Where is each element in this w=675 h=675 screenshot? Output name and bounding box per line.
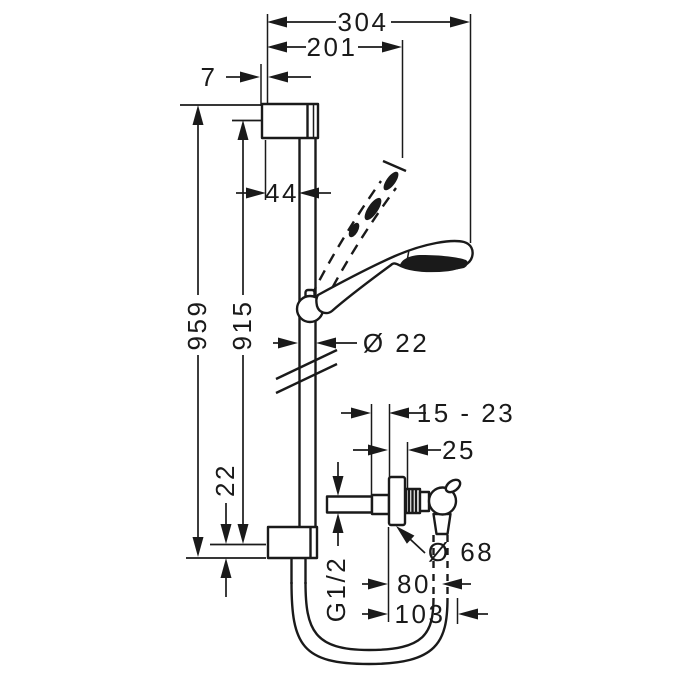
arrowhead-up — [332, 513, 344, 533]
arrowhead-left — [299, 187, 319, 199]
bracket-body — [266, 525, 319, 560]
extension-lines — [260, 14, 472, 624]
dim-label-7: 7 — [201, 62, 218, 92]
dim-label-o22: Ø 22 — [363, 328, 429, 358]
shower-hose — [290, 535, 449, 666]
hand-shower-outline — [315, 239, 474, 315]
arrowhead-left — [268, 71, 288, 83]
dim-overall-width: 304 — [267, 7, 470, 37]
arrowhead-up — [192, 105, 204, 125]
dashed-handle-edge — [309, 180, 382, 298]
arrowhead-left — [316, 337, 336, 349]
dim-label-304: 304 — [338, 7, 389, 37]
dim-escutcheon-depth: 25 — [353, 435, 476, 465]
dashed-handle-edge — [322, 187, 397, 305]
arrowhead-left — [389, 407, 409, 419]
break-mark — [275, 348, 338, 395]
arrowhead-right — [368, 578, 388, 590]
dim-total-height: 959 — [180, 104, 266, 559]
arrowhead-right — [368, 444, 388, 456]
dim-concealed-depth: 15 - 23 — [341, 398, 515, 428]
bottom-wall-bracket — [266, 525, 319, 560]
dim-bar-offset: 44 — [236, 140, 331, 208]
arrowhead-down — [332, 476, 344, 496]
break-line — [275, 348, 338, 381]
hand-shower-alt-dashed — [309, 159, 407, 305]
arrowhead-right — [278, 337, 298, 349]
hose-connector — [432, 512, 452, 536]
arrowhead-down — [192, 537, 204, 557]
arrowhead-right — [382, 41, 402, 53]
arrowhead-up — [220, 558, 232, 578]
spray-face-mark — [348, 222, 360, 238]
dim-label-959: 959 — [182, 300, 212, 351]
arrowhead-up — [237, 120, 249, 140]
dim-end-offset: 22 — [210, 463, 240, 597]
dim-label-g12: G1/2 — [321, 556, 351, 622]
dim-hose-outer-offset: 103 — [362, 599, 488, 629]
pivot-mark — [406, 249, 410, 262]
hose-loop-inner — [304, 581, 435, 652]
pipe-fitting — [370, 493, 391, 516]
dim-bar-length: 915 — [210, 119, 266, 546]
hand-shower — [315, 239, 474, 315]
dim-bar-diameter: Ø 22 — [273, 328, 429, 358]
dim-label-44: 44 — [265, 178, 299, 208]
top-wall-bracket — [260, 102, 320, 140]
arrowhead-left — [267, 41, 287, 53]
dim-label-915: 915 — [227, 300, 257, 351]
dim-label-22: 22 — [210, 463, 240, 497]
dim-shower-reach: 201 — [267, 32, 402, 62]
arrowhead-left — [458, 608, 478, 620]
spray-face-mark — [383, 171, 399, 191]
dim-label-103: 103 — [395, 599, 446, 629]
spray-face-mark — [364, 197, 382, 221]
dim-hose-center-offset: 80 — [362, 569, 471, 599]
arrowhead-right — [240, 71, 260, 83]
dim-wall-gap: 7 — [201, 62, 311, 92]
valve-body — [427, 486, 458, 516]
dim-label-80: 80 — [397, 569, 431, 599]
arrowhead-left — [267, 16, 287, 28]
dashed-head-cap — [382, 159, 407, 173]
dim-thread-size: G1/2 — [321, 462, 351, 622]
dim-label-o68: Ø 68 — [428, 537, 494, 567]
arrowhead-down — [237, 524, 249, 544]
dim-label-15-23: 15 - 23 — [417, 398, 515, 428]
dimensions: 304 201 7 44 — [180, 7, 515, 629]
arrowhead-left — [408, 444, 428, 456]
arrowhead-right — [246, 187, 266, 199]
arrowhead-right — [450, 16, 470, 28]
spray-face — [400, 255, 468, 272]
wall-valve — [325, 475, 462, 536]
arrowhead-left — [442, 578, 462, 590]
arrowhead-upleft — [396, 526, 415, 544]
arrowhead-right — [368, 608, 388, 620]
break-line — [275, 362, 338, 395]
product: Ø 68 — [260, 102, 494, 666]
dim-label-25: 25 — [442, 435, 476, 465]
valve-collar — [418, 490, 431, 513]
dim-label-201: 201 — [307, 32, 358, 62]
slide-bar — [298, 138, 317, 527]
supply-pipe — [325, 495, 374, 514]
dim-escutcheon-diameter: Ø 68 — [396, 526, 494, 567]
hose-loop-outer — [290, 581, 449, 666]
arrowhead-down — [220, 524, 232, 544]
arrowhead-right — [351, 407, 371, 419]
bracket-body — [260, 102, 320, 140]
escutcheon-plate — [387, 475, 407, 527]
valve-lever — [444, 478, 462, 494]
